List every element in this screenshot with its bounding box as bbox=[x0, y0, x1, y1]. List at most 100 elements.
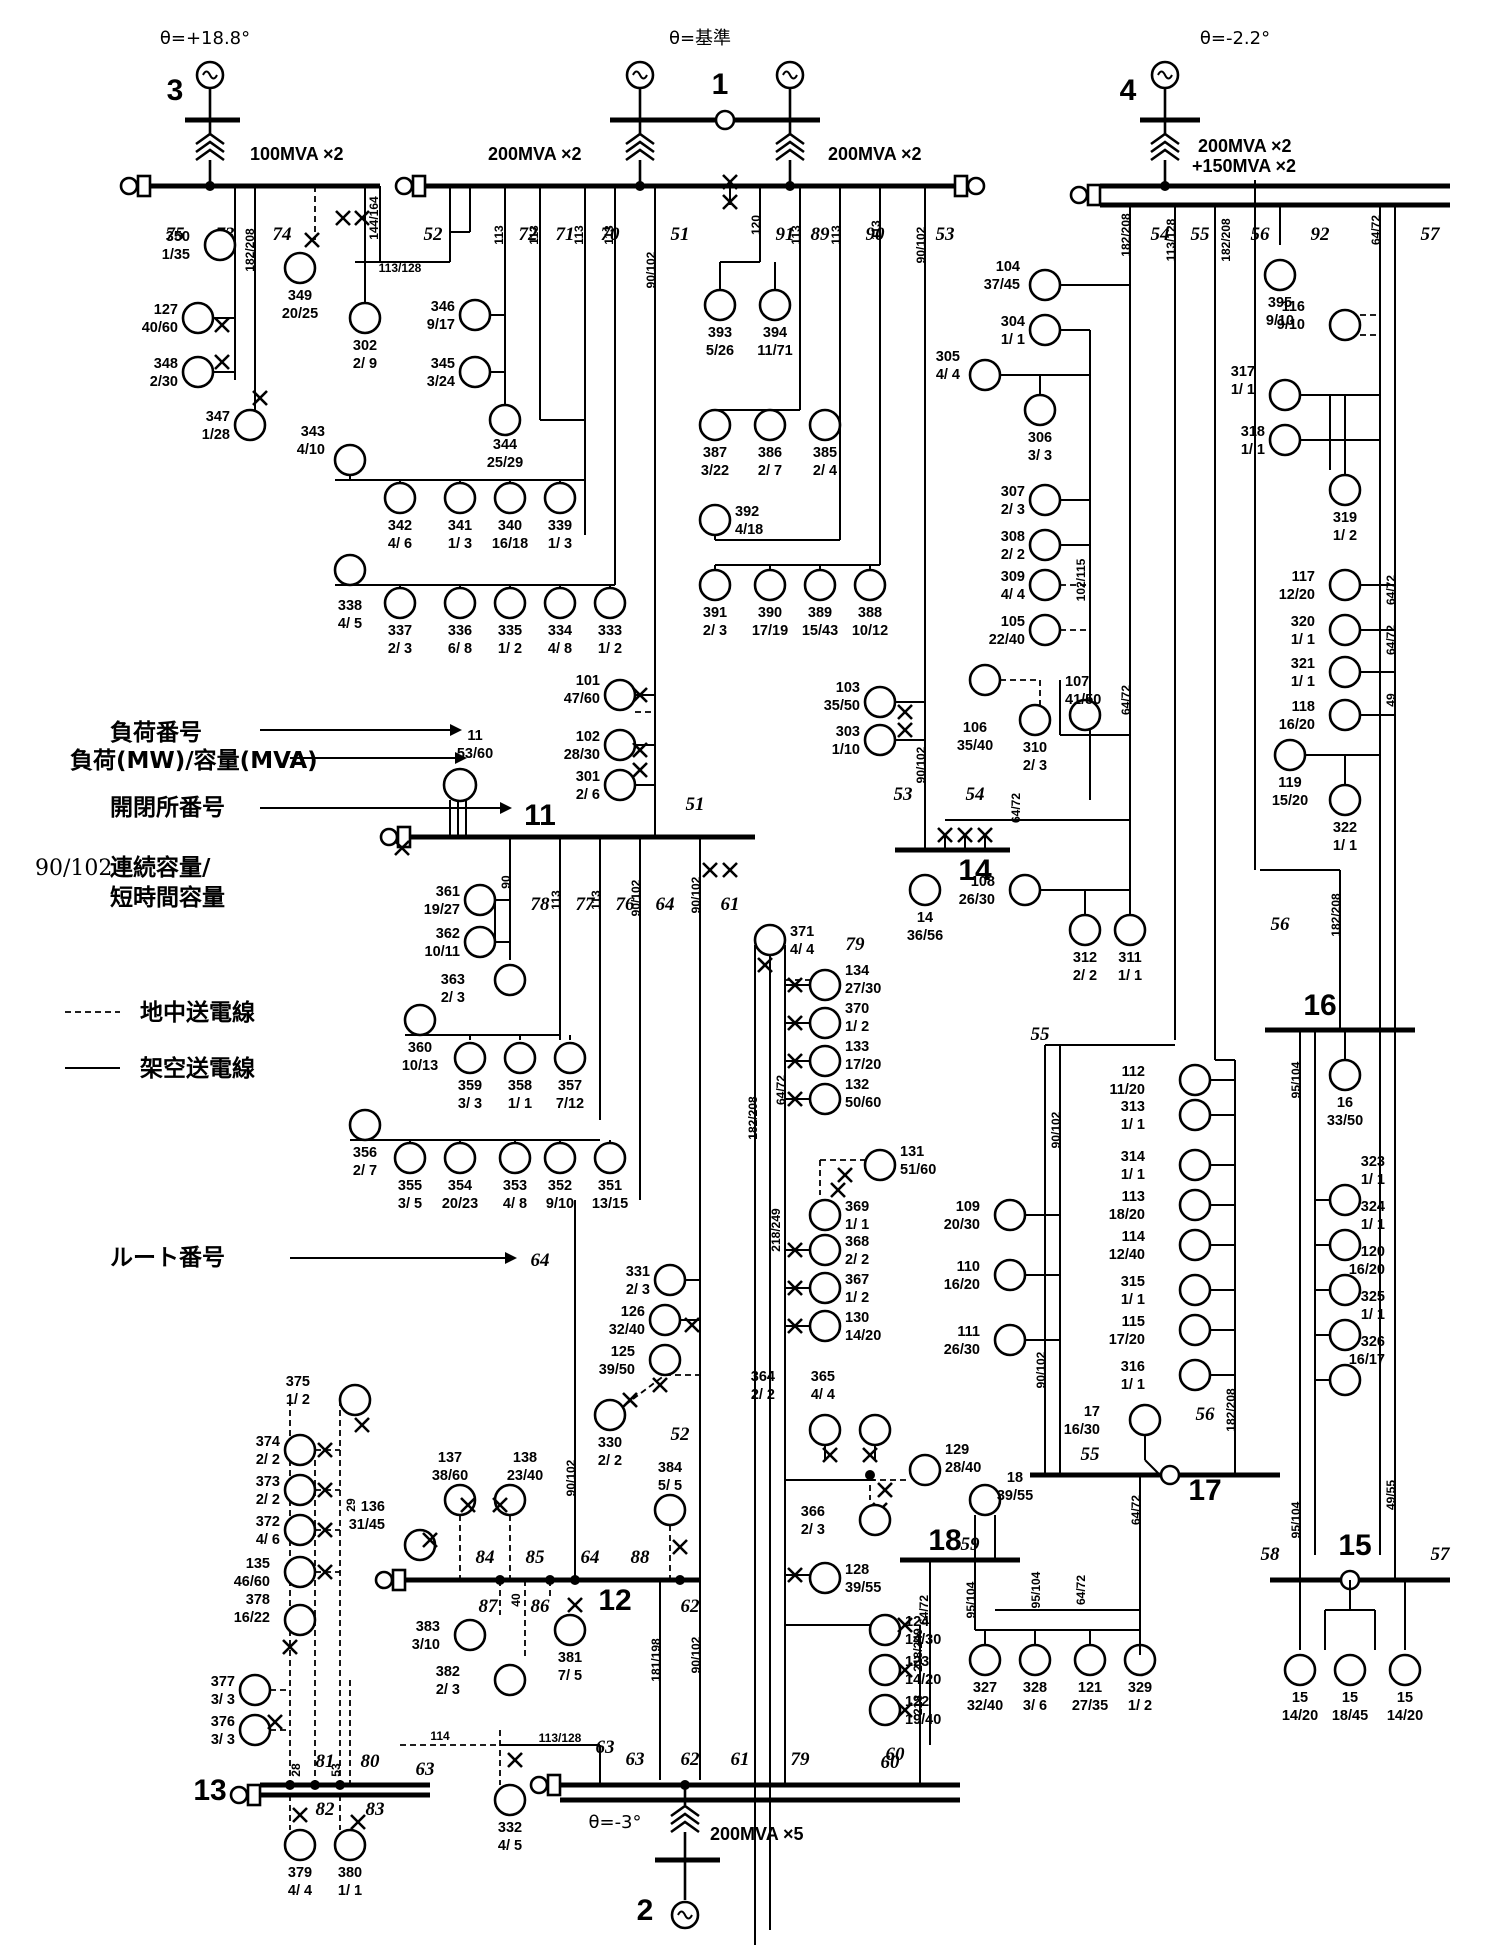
breaker-mark bbox=[787, 1242, 803, 1258]
load-number: 114 bbox=[1122, 1229, 1145, 1245]
load-number: 135 bbox=[246, 1556, 270, 1572]
line-capacity-label: 90/102 bbox=[564, 1459, 578, 1496]
load-345 bbox=[458, 355, 492, 389]
load-118 bbox=[1328, 698, 1362, 732]
route-number: 63 bbox=[416, 1759, 435, 1780]
load-number: 121 bbox=[1078, 1680, 1102, 1696]
breaker-mark bbox=[897, 1662, 913, 1678]
bus-end bbox=[546, 1773, 562, 1797]
load-370 bbox=[808, 1006, 842, 1040]
load-number: 331 bbox=[626, 1264, 650, 1280]
breaker-mark bbox=[507, 1752, 523, 1768]
line-capacity-label: 113 bbox=[602, 225, 616, 245]
load-rating: 39/55 bbox=[997, 1488, 1033, 1504]
load-number: 307 bbox=[1001, 484, 1025, 500]
bus-end-circle bbox=[379, 827, 399, 847]
load-rating: 2/ 3 bbox=[801, 1522, 825, 1538]
load-rating: 2/ 3 bbox=[1023, 758, 1047, 774]
load-126 bbox=[648, 1303, 682, 1337]
load-number: 18 bbox=[1007, 1470, 1023, 1486]
load-number: 342 bbox=[388, 518, 412, 534]
route-number: 62 bbox=[681, 1596, 701, 1617]
load-number: 308 bbox=[1001, 529, 1025, 545]
route-number: 79 bbox=[846, 934, 866, 955]
line-capacity-label: 90/102 bbox=[1049, 1111, 1063, 1148]
route-number: 57 bbox=[1421, 224, 1442, 245]
route-number: 61 bbox=[721, 894, 740, 915]
station-number: 15 bbox=[1338, 1529, 1371, 1562]
load-363 bbox=[493, 963, 527, 997]
load-number: 313 bbox=[1121, 1099, 1145, 1115]
load-133 bbox=[808, 1044, 842, 1078]
route-number: 56 bbox=[1251, 224, 1271, 245]
route-number: 80 bbox=[361, 1751, 381, 1772]
line-capacity-label: 64/72 bbox=[1384, 575, 1398, 605]
load-123 bbox=[868, 1653, 902, 1687]
load-105 bbox=[1028, 613, 1062, 647]
line-capacity-label: 90/102 bbox=[1034, 1351, 1048, 1388]
load-384 bbox=[653, 1493, 687, 1527]
load-number: 305 bbox=[936, 349, 960, 365]
breaker-mark bbox=[897, 722, 913, 738]
load-rating: 28/30 bbox=[564, 747, 600, 763]
load-rating: 20/25 bbox=[282, 306, 318, 322]
load-rating: 1/ 3 bbox=[448, 536, 472, 552]
line-capacity-label: 90/102 bbox=[914, 746, 928, 783]
route-number: 85 bbox=[526, 1547, 546, 1568]
load-number: 109 bbox=[956, 1199, 980, 1215]
load-368 bbox=[808, 1233, 842, 1267]
load-rating: 2/ 3 bbox=[703, 623, 727, 639]
load-number: 318 bbox=[1241, 424, 1265, 440]
load-323 bbox=[1328, 1183, 1362, 1217]
load-130 bbox=[808, 1309, 842, 1343]
load-rating: 15/43 bbox=[802, 623, 838, 639]
load-number: 351 bbox=[598, 1178, 622, 1194]
load-number: 102 bbox=[576, 729, 600, 745]
line-capacity-label: 218/249 bbox=[911, 1628, 925, 1672]
junction-dot bbox=[675, 1575, 685, 1585]
breaker-mark bbox=[787, 977, 803, 993]
load-number: 343 bbox=[301, 424, 325, 440]
load-301 bbox=[603, 768, 637, 802]
load-number: 336 bbox=[448, 623, 472, 639]
load-number: 126 bbox=[621, 1304, 645, 1320]
load-137 bbox=[443, 1483, 477, 1517]
load-number: 369 bbox=[845, 1199, 869, 1215]
route-number: 63 bbox=[596, 1737, 615, 1758]
breaker-mark bbox=[354, 210, 370, 226]
breaker-mark bbox=[877, 1482, 893, 1498]
load-number: 15 bbox=[1342, 1690, 1358, 1706]
load-rating: 9/10 bbox=[1266, 313, 1294, 329]
load-number: 107 bbox=[1065, 674, 1089, 690]
load-114 bbox=[1178, 1228, 1212, 1262]
load-rating: 10/11 bbox=[425, 944, 461, 960]
transformer-symbol bbox=[625, 148, 655, 162]
line-capacity-label: 53 bbox=[329, 1763, 343, 1777]
breaker-mark bbox=[335, 210, 351, 226]
load-number: 367 bbox=[845, 1272, 869, 1288]
load-number: 132 bbox=[845, 1077, 869, 1093]
load-number: 339 bbox=[548, 518, 572, 534]
breaker-mark bbox=[252, 390, 268, 406]
load-365 bbox=[858, 1413, 892, 1447]
load-rating: 16/18 bbox=[492, 536, 528, 552]
load-number: 112 bbox=[1122, 1064, 1145, 1080]
load-rating: 2/ 6 bbox=[576, 787, 600, 803]
load-359 bbox=[453, 1041, 487, 1075]
generator-wave bbox=[632, 70, 648, 80]
load-rating: 1/ 1 bbox=[845, 1217, 869, 1233]
load-rating: 16/22 bbox=[234, 1610, 270, 1626]
transformer-label: 200MVA ×2 bbox=[828, 144, 922, 164]
load-rating: 7/ 5 bbox=[558, 1668, 582, 1684]
load-rating: 7/12 bbox=[556, 1096, 584, 1112]
load-129 bbox=[908, 1453, 942, 1487]
load-rating: 2/ 3 bbox=[1001, 502, 1025, 518]
bus-coupler bbox=[714, 109, 736, 131]
load-16 bbox=[1328, 1058, 1362, 1092]
load-number: 329 bbox=[1128, 1680, 1152, 1696]
route-number: 77 bbox=[576, 894, 597, 915]
junction-dot bbox=[635, 181, 645, 191]
route-number: 54 bbox=[1151, 224, 1170, 245]
line-capacity-label: 113 bbox=[789, 225, 803, 245]
load-17 bbox=[1128, 1403, 1162, 1437]
